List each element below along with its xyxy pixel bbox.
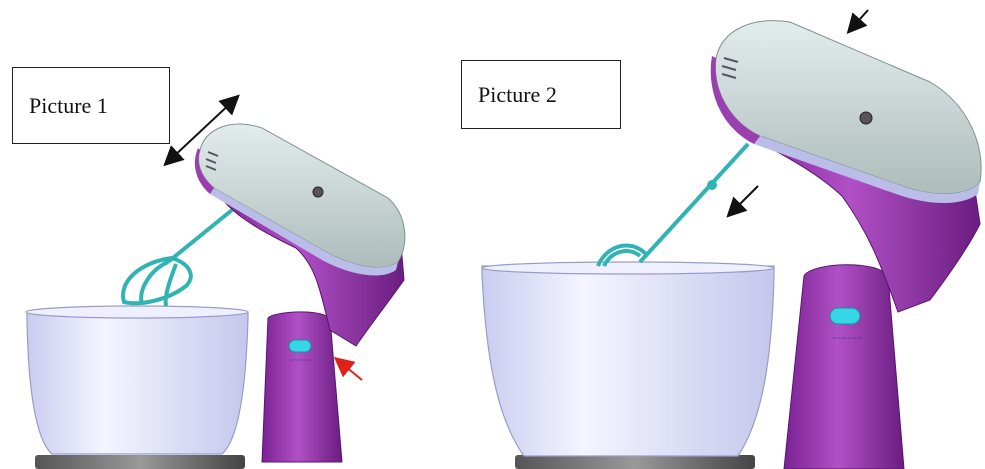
mixer-1: ~~~~~ [26,100,405,469]
brand-text-2: ~~~~~~ [832,335,862,342]
power-button-2 [830,308,860,324]
base-plate-1 [35,455,245,469]
brand-text-1: ~~~~~ [290,358,311,364]
motor-head-1 [195,124,405,275]
picture-1-label-text: Picture 1 [29,93,108,119]
bowl-1 [27,312,248,454]
bowl-rim-1 [26,306,248,318]
speed-dial-2 [860,112,872,124]
red-arrow-1 [340,362,362,380]
bowl-rim-2 [482,262,774,274]
arrow-down-head-2 [852,10,868,28]
base-plate-2 [515,455,755,469]
pedestal-1 [262,312,342,462]
picture-1-label: Picture 1 [12,67,170,144]
arrow-down-whisk-2 [732,186,758,212]
whisk-2 [598,144,748,266]
power-button-1 [289,340,311,352]
pedestal-2 [784,265,904,469]
motor-head-2 [711,21,981,203]
whisk-1 [123,210,232,306]
bowl-2 [482,266,774,456]
picture-2-label-text: Picture 2 [478,82,557,108]
picture-2-label: Picture 2 [461,60,621,129]
speed-dial-1 [313,187,323,197]
